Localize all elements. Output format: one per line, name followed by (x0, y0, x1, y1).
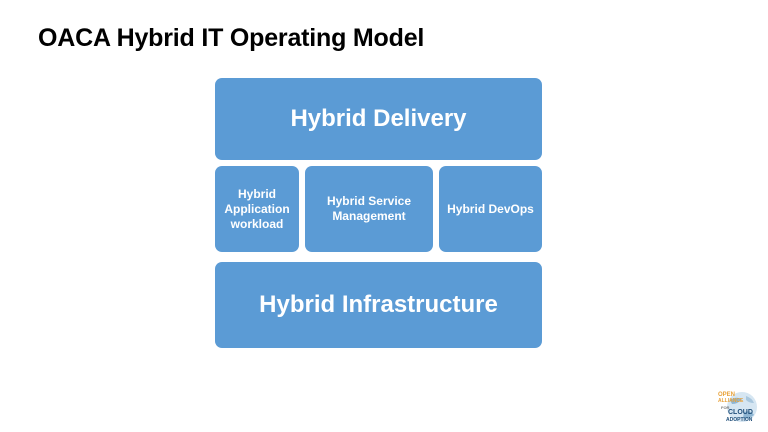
hybrid-devops-block: Hybrid DevOps (439, 166, 542, 252)
logo-text-open: OPEN (718, 392, 736, 398)
logo-text-alliance: ALLIANCE (718, 398, 744, 404)
app-label-line1: Hybrid (237, 186, 276, 201)
slide-title: OACA Hybrid IT Operating Model (38, 24, 425, 52)
hybrid-delivery-block: Hybrid Delivery (215, 78, 542, 160)
logo-text-cloud: CLOUD (728, 409, 753, 416)
hybrid-service-management-label: Hybrid Service Management (327, 194, 411, 224)
globe-icon (727, 392, 757, 422)
svc-label-line1: Hybrid Service (326, 194, 412, 208)
logo-text-for: FOR (721, 405, 730, 410)
hybrid-infrastructure-block: Hybrid Infrastructure (215, 262, 542, 348)
hybrid-delivery-label: Hybrid Delivery (290, 105, 467, 132)
app-label-line2: Application (224, 201, 290, 216)
open-alliance-cloud-adoption-logo: OPEN ALLIANCE FOR CLOUD ADOPTION (718, 390, 758, 426)
hybrid-service-management-block: Hybrid Service Management (305, 166, 433, 252)
app-label-line3: workload (230, 216, 284, 231)
logo-text-adoption: ADOPTION (726, 417, 753, 423)
hybrid-application-workload-label: Hybrid Application workload (224, 187, 289, 232)
hybrid-devops-label: Hybrid DevOps (447, 201, 534, 216)
svc-label-line2: Management (332, 209, 406, 223)
hybrid-application-workload-block: Hybrid Application workload (215, 166, 299, 252)
hybrid-infrastructure-label: Hybrid Infrastructure (259, 291, 498, 318)
